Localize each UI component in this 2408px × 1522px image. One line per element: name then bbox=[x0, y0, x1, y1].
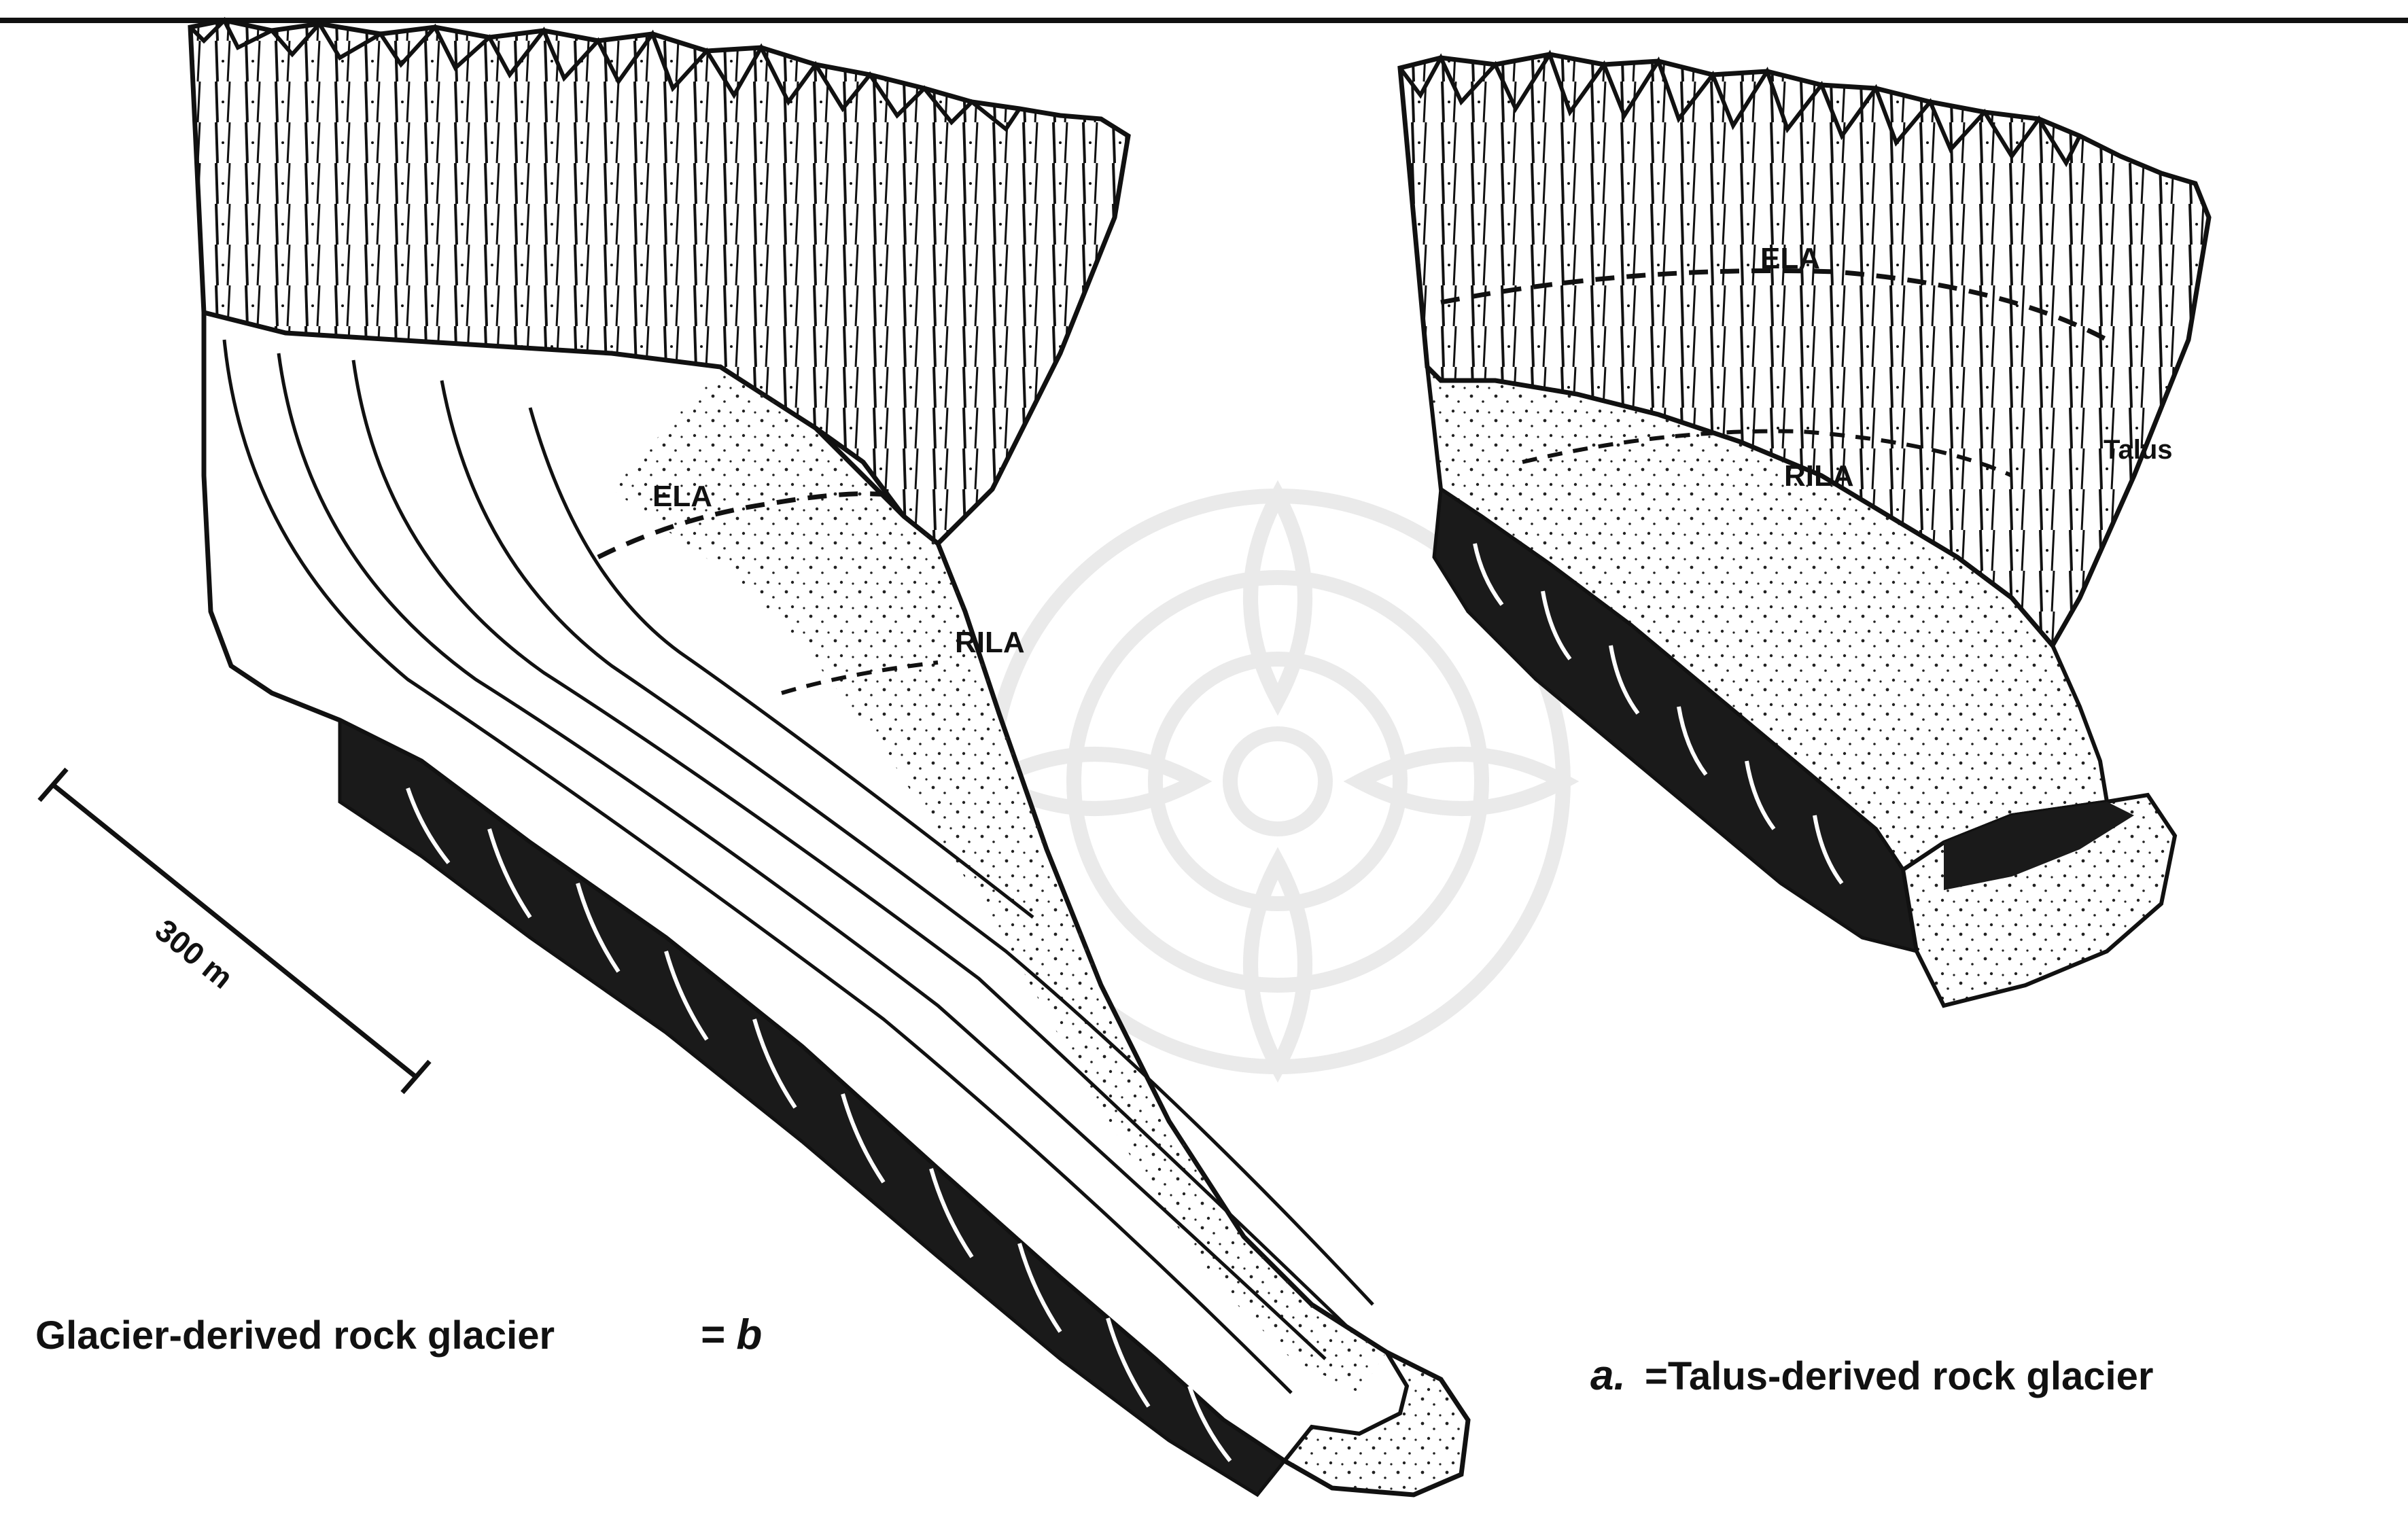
right-ela-label: ELA bbox=[1760, 242, 1820, 275]
right-caption: =Talus-derived rock glacier bbox=[1645, 1354, 2153, 1398]
glacier-derived-block: ELA RILA bbox=[190, 20, 1468, 1495]
left-ela-label: ELA bbox=[652, 480, 712, 513]
left-rila-label: RILA bbox=[955, 626, 1025, 659]
talus-derived-block: ELA RILA Talus bbox=[1400, 54, 2209, 1006]
left-caption-marker: = b bbox=[700, 1311, 762, 1358]
left-caption: Glacier-derived rock glacier bbox=[35, 1313, 555, 1358]
right-talus-label: Talus bbox=[2104, 435, 2173, 465]
right-rila-label: RILA bbox=[1784, 459, 1854, 493]
right-caption-marker: a. bbox=[1590, 1352, 1626, 1399]
